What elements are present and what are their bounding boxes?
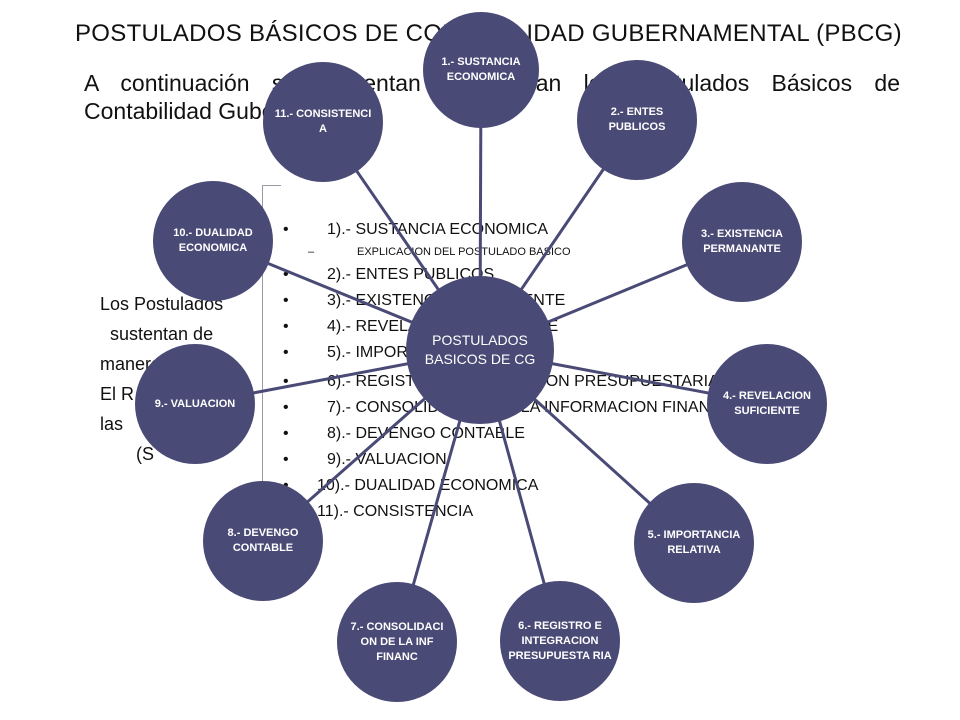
postulate-node-11: 11.- CONSISTENCI A	[263, 62, 383, 182]
list-bullet: •	[283, 399, 289, 416]
side-text-line: El R	[100, 384, 135, 404]
postulate-node-7: 7.- CONSOLIDACI ON DE LA INF FINANC	[337, 582, 457, 702]
postulate-node-8-label: 8.- DEVENGO CONTABLE	[227, 527, 299, 554]
side-text-line: (S	[136, 444, 154, 464]
list-bullet: •	[283, 425, 289, 442]
list-bullet: –	[308, 246, 315, 258]
postulate-node-8: 8.- DEVENGO CONTABLE	[203, 481, 323, 601]
postulate-node-4: 4.- REVELACION SUFICIENTE	[707, 344, 827, 464]
connector-line	[496, 415, 547, 586]
side-text-line: las	[100, 414, 124, 434]
list-item: 1).- SUSTANCIA ECONOMICA	[327, 221, 549, 238]
postulate-node-2-label: 2.- ENTES PUBLICOS	[608, 106, 666, 133]
list-item: 8).- DEVENGO CONTABLE	[327, 425, 525, 442]
postulate-node-3: 3.- EXISTENCIA PERMANANTE	[682, 182, 802, 302]
connector-line	[529, 394, 652, 506]
postulate-node-3-label: 3.- EXISTENCIA PERMANANTE	[701, 228, 783, 255]
connector-line	[354, 168, 443, 295]
postulate-node-5: 5.- IMPORTANCIA RELATIVA	[634, 483, 754, 603]
list-bullet: •	[283, 292, 289, 309]
list-bullet: •	[283, 344, 289, 361]
list-item: 9).- VALUACION	[327, 451, 447, 468]
postulate-node-9: 9.- VALUACION	[135, 344, 255, 464]
connector-line	[478, 125, 483, 283]
postulate-node-9-label: 9.- VALUACION	[154, 397, 236, 410]
center-node: POSTULADOS BASICOS DE CG	[406, 276, 554, 424]
postulate-node-10: 10.- DUALIDAD ECONOMICA	[153, 181, 273, 301]
connector-line	[411, 414, 463, 587]
connector-line	[546, 361, 711, 395]
connector-line	[542, 262, 689, 326]
connector-line	[305, 393, 430, 504]
side-text-line: Los Postulados	[100, 294, 224, 314]
connector-line	[517, 167, 606, 295]
list-bullet: •	[283, 373, 289, 390]
postulate-node-6: 6.- REGISTRO E INTEGRACION PRESUPUESTA R…	[500, 581, 620, 701]
postulate-node-1-label: 1.- SUSTANCIA ECONOMICA	[441, 56, 521, 83]
list-item: 2).- ENTES PUBLICOS	[327, 266, 495, 283]
postulate-node-2: 2.- ENTES PUBLICOS	[577, 60, 697, 180]
connector-line	[251, 361, 414, 395]
list-item: 10).- DUALIDAD ECONOMICA	[317, 477, 539, 494]
postulate-node-7-label: 7.- CONSOLIDACI ON DE LA INF FINANC	[350, 620, 444, 663]
side-text-line: sustentan de	[110, 324, 214, 344]
postulate-node-5-label: 5.- IMPORTANCIA RELATIVA	[647, 529, 741, 556]
list-bullet: •	[283, 266, 289, 283]
list-bullet: •	[283, 221, 289, 238]
center-node-label: POSTULADOS BASICOS DE CG	[424, 332, 536, 367]
postulate-node-11-label: 11.- CONSISTENCI A	[274, 108, 372, 135]
connector-line	[266, 261, 418, 326]
postulate-node-6-label: 6.- REGISTRO E INTEGRACION PRESUPUESTA R…	[508, 619, 612, 662]
list-bullet: •	[283, 318, 289, 335]
list-bullet: •	[283, 451, 289, 468]
postulate-node-1: 1.- SUSTANCIA ECONOMICA	[423, 12, 539, 128]
postulate-node-10-label: 10.- DUALIDAD ECONOMICA	[173, 227, 253, 254]
postulate-node-4-label: 4.- REVELACION SUFICIENTE	[722, 390, 811, 417]
